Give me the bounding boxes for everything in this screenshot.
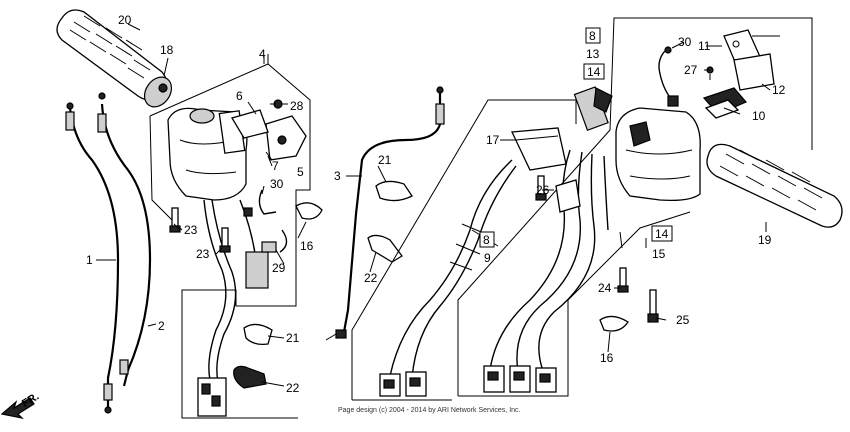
label-4: 4 xyxy=(259,47,266,61)
label-23-lower: 23 xyxy=(196,247,210,261)
switch-10 xyxy=(702,87,747,119)
label-12: 12 xyxy=(772,83,786,97)
label-19: 19 xyxy=(758,233,772,247)
label-24: 24 xyxy=(598,281,612,295)
label-16-left: 16 xyxy=(300,239,314,253)
boxed-label-14-top: 14 xyxy=(583,63,605,80)
boxed-label-14-right: 14 xyxy=(651,225,673,242)
label-18: 18 xyxy=(160,43,174,57)
screw-24 xyxy=(617,267,629,293)
label-30-right: 30 xyxy=(678,35,692,49)
clamp-16-left xyxy=(295,202,323,220)
cover-17 xyxy=(511,127,567,171)
right-switch-wiring xyxy=(489,149,609,375)
connectors-bottom-center xyxy=(379,371,427,397)
clutch-cable-3 xyxy=(325,86,445,341)
label-2: 2 xyxy=(158,319,165,333)
leader-lines xyxy=(96,23,780,387)
label-10: 10 xyxy=(752,109,766,123)
label-27: 27 xyxy=(684,63,698,77)
label-23-upper: 23 xyxy=(184,223,198,237)
clamp-16-right xyxy=(599,315,629,332)
label-15: 15 xyxy=(652,247,666,261)
center-bracket-lines xyxy=(351,17,813,401)
clamp-21-left xyxy=(243,323,273,346)
label-11: 11 xyxy=(698,39,711,53)
label-28: 28 xyxy=(290,99,304,113)
throttle-cable-1 xyxy=(65,102,120,414)
svg-text:14: 14 xyxy=(587,65,601,79)
left-switch-wiring xyxy=(197,199,269,417)
label-3: 3 xyxy=(334,169,341,183)
copyright-text: Page design (c) 2004 - 2014 by ARI Netwo… xyxy=(338,407,521,414)
screw-28 xyxy=(273,99,288,109)
boxed-label-8-center: 8 xyxy=(479,231,495,248)
label-21-left: 21 xyxy=(286,331,300,345)
svg-text:8: 8 xyxy=(589,29,596,43)
label-7: 7 xyxy=(272,159,279,173)
label-17: 17 xyxy=(486,133,500,147)
label-29: 29 xyxy=(272,261,286,275)
label-1: 1 xyxy=(86,253,93,267)
label-26: 26 xyxy=(536,183,550,197)
key-22-left xyxy=(233,365,267,389)
screw-26 xyxy=(535,175,547,201)
label-9: 9 xyxy=(484,251,491,265)
center-harness-wiring xyxy=(389,159,517,379)
label-6: 6 xyxy=(236,89,243,103)
label-16-right: 16 xyxy=(600,351,614,365)
label-21-center: 21 xyxy=(378,153,392,167)
clamp-21-center xyxy=(375,180,413,202)
svg-text:14: 14 xyxy=(655,227,669,241)
right-grip xyxy=(706,143,843,228)
right-handlebar-switch xyxy=(573,86,701,202)
front-direction-arrow: FR. xyxy=(0,390,41,419)
screw-23b xyxy=(219,227,231,253)
bracket-12 xyxy=(733,53,775,91)
screw-25 xyxy=(647,289,659,323)
connector-29 xyxy=(261,229,288,253)
connectors-bottom-right xyxy=(483,365,557,393)
wire-30-right xyxy=(658,46,679,107)
throttle-cable-2 xyxy=(97,92,152,387)
label-20: 20 xyxy=(118,13,132,27)
throttle-grip xyxy=(56,9,173,108)
screw-23a xyxy=(169,207,181,233)
key-22-center xyxy=(367,234,403,263)
label-30-left: 30 xyxy=(270,177,284,191)
wire-30-left xyxy=(243,189,277,217)
left-handlebar-switch xyxy=(167,107,307,201)
boxed-label-8-top: 8 xyxy=(585,27,601,44)
screw-27 xyxy=(706,66,714,80)
label-25: 25 xyxy=(676,313,690,327)
label-13: 13 xyxy=(586,47,600,61)
label-22-left: 22 xyxy=(286,381,300,395)
svg-text:8: 8 xyxy=(483,233,490,247)
label-5: 5 xyxy=(297,165,304,179)
label-22-center: 22 xyxy=(364,271,378,285)
